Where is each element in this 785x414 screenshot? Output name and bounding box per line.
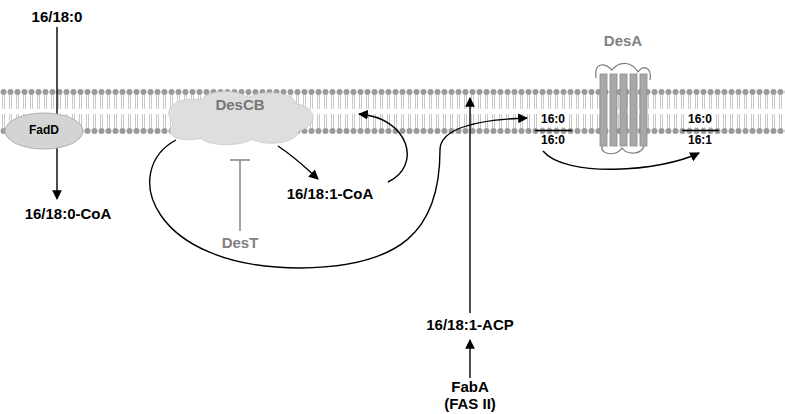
enzyme-name: FadD xyxy=(4,112,84,138)
inhibition-bar xyxy=(230,159,250,161)
enzyme-ellipse: FadD xyxy=(4,112,84,150)
enzyme-name: DesCB xyxy=(162,90,318,113)
pathway-label: 16/18:1-CoA xyxy=(287,185,374,202)
node-outline xyxy=(592,32,654,156)
pathway-label: DesT xyxy=(222,234,259,251)
enzyme-name: DesA xyxy=(592,32,654,49)
lipid-bond xyxy=(682,130,719,131)
membrane xyxy=(0,88,785,135)
pathway-label: 16/18:0 xyxy=(32,8,83,25)
pathway-label: 16:0 xyxy=(540,113,566,127)
inhibition-line xyxy=(239,160,241,231)
desaturation-arrow xyxy=(278,146,318,179)
pathway-label: 16/18:1-ACP xyxy=(426,316,514,333)
uptake-arrow xyxy=(56,27,57,199)
pathway-label: 16/18:0-CoA xyxy=(25,205,112,222)
enzyme-cloud: DesCB xyxy=(162,90,318,146)
lipid-bond xyxy=(535,130,572,131)
incorporation-arrow xyxy=(359,114,407,182)
pathway-label: 16:0 xyxy=(687,113,713,127)
pathway-label: 16:0 xyxy=(540,134,566,148)
desA-arrow xyxy=(543,151,699,169)
acp-arrow xyxy=(469,98,470,313)
membrane-protein: DesA xyxy=(592,32,654,156)
pathway-label: 16:1 xyxy=(687,134,713,148)
pathway-label: FabA (FAS II) xyxy=(434,378,506,413)
fabA-arrow xyxy=(469,340,470,378)
